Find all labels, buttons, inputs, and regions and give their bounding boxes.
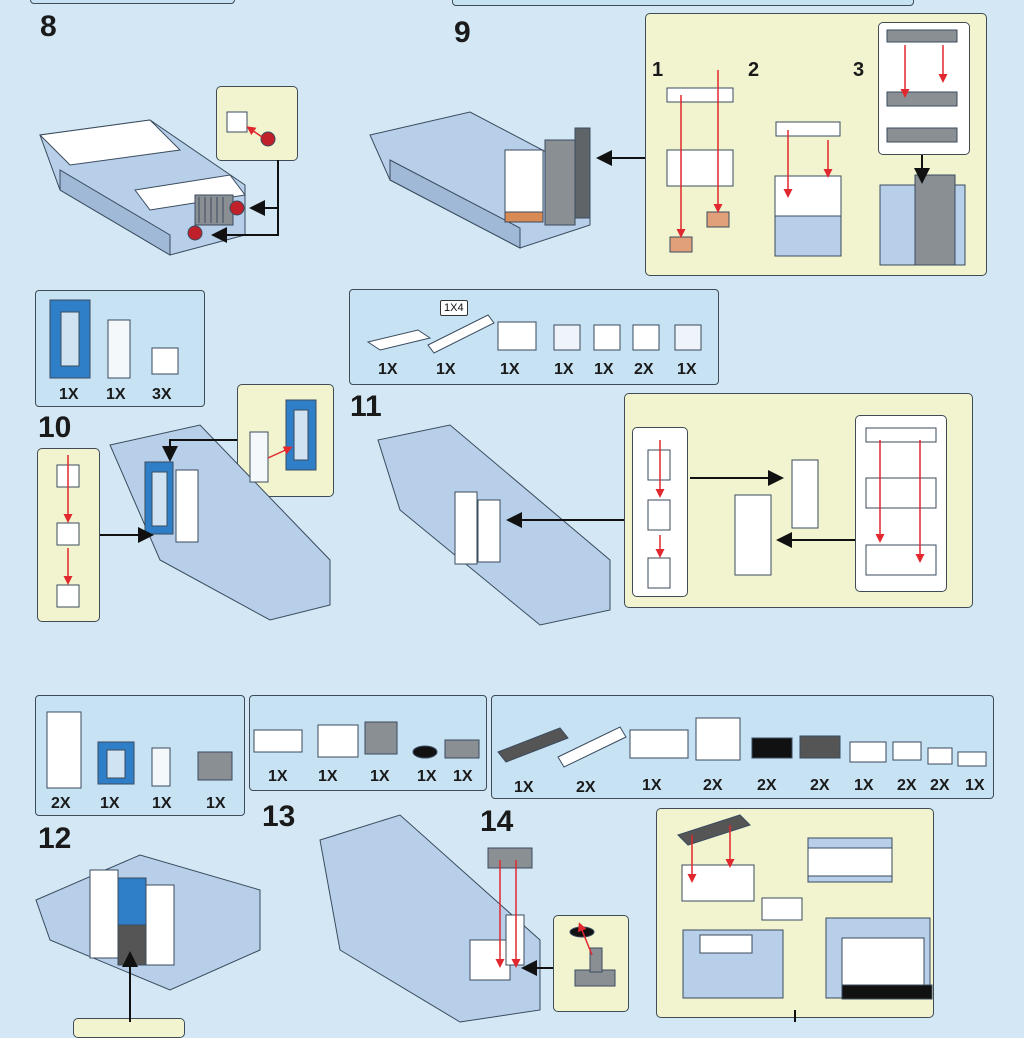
part-qty: 2X — [634, 361, 654, 378]
part-qty: 1X — [100, 795, 120, 812]
step-number-8: 8 — [40, 10, 57, 43]
step12-model — [35, 854, 261, 991]
part-qty: 2X — [757, 777, 777, 794]
part-qty: 2X — [897, 777, 917, 794]
part-qty: 1X — [370, 768, 390, 785]
part-qty: 1X — [514, 779, 534, 796]
step9-substep-art — [666, 29, 966, 266]
part-qty: 1X — [854, 777, 874, 794]
step-number-12: 12 — [38, 822, 72, 855]
part-qty: 1X — [206, 795, 226, 812]
step11-model — [377, 424, 611, 626]
part-qty: 1X — [106, 386, 126, 403]
part-qty: 1X — [642, 777, 662, 794]
step13-model — [319, 814, 541, 1023]
previous-box-right — [452, 0, 914, 6]
part-size-tag: 1X4 — [440, 300, 468, 316]
part-qty: 2X — [51, 795, 71, 812]
substep-number-3: 3 — [853, 59, 865, 81]
step-number-14: 14 — [480, 805, 514, 838]
part-qty: 1X — [677, 361, 697, 378]
step9-model — [369, 111, 591, 249]
part-qty: 1X — [152, 795, 172, 812]
step-number-9: 9 — [454, 16, 471, 49]
step-number-13: 13 — [262, 800, 296, 833]
part-qty: 2X — [576, 779, 596, 796]
step8-callout-art — [226, 111, 276, 147]
part-qty: 1X — [500, 361, 520, 378]
substep-number-1: 1 — [652, 59, 664, 81]
part-qty: 2X — [810, 777, 830, 794]
part-qty: 1X — [453, 768, 473, 785]
step14-callout-art — [677, 814, 933, 1000]
part-qty: 1X — [417, 768, 437, 785]
step10-model — [109, 424, 331, 621]
step8-model — [38, 119, 246, 256]
step-number-10: 10 — [38, 411, 72, 444]
part-qty: 2X — [703, 777, 723, 794]
part-qty: 1X — [594, 361, 614, 378]
part-qty: 1X — [268, 768, 288, 785]
part-qty: 1X — [436, 361, 456, 378]
part-qty: 3X — [152, 386, 172, 403]
part-qty: 1X — [318, 768, 338, 785]
step-number-11: 11 — [350, 390, 382, 423]
part-qty: 1X — [59, 386, 79, 403]
substep-number-2: 2 — [748, 59, 760, 81]
step8-arrow — [211, 160, 279, 243]
part-qty: 2X — [930, 777, 950, 794]
part-qty: 1X — [965, 777, 985, 794]
part-qty: 1X — [378, 361, 398, 378]
part-qty: 1X — [554, 361, 574, 378]
